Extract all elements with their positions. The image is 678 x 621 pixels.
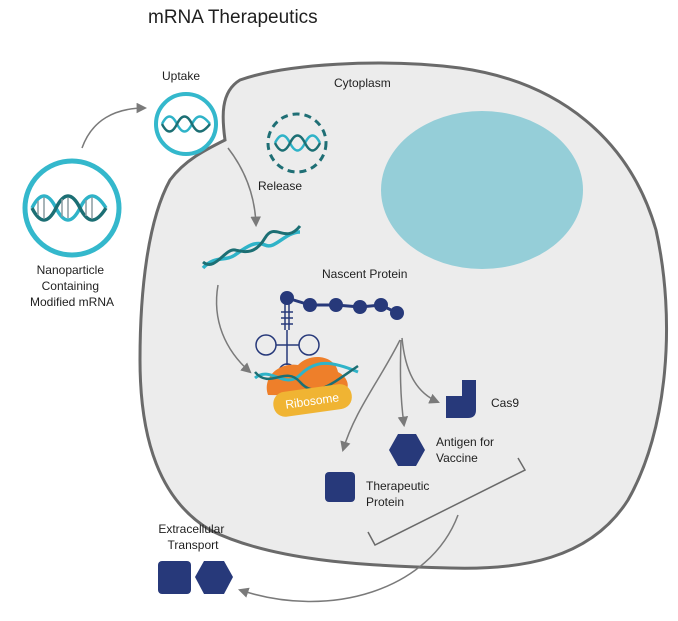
- cas9-label: Cas9: [491, 396, 519, 410]
- cytoplasm-label: Cytoplasm: [334, 76, 391, 90]
- uptake-label: Uptake: [162, 69, 200, 83]
- extracellular-label-line1: Extracellular: [158, 522, 224, 536]
- extracellular-label: Extracellular Transport: [158, 522, 227, 552]
- therapeutic-protein-square: [325, 472, 355, 502]
- antigen-label: Antigen for Vaccine: [436, 435, 497, 465]
- extracellular-label-line2: Transport: [168, 538, 220, 552]
- released-mrna-inner: [273, 134, 322, 152]
- therapeutic-label-line2: Protein: [366, 495, 404, 509]
- ribosome: Ribosome: [254, 356, 359, 417]
- extracellular-protein-square: [158, 561, 191, 594]
- antigen-label-line1: Antigen for: [436, 435, 494, 449]
- nanoparticle-label-line1: Nanoparticle: [37, 263, 105, 277]
- nanoparticle: [22, 158, 122, 258]
- uptake-nanoparticle: [154, 92, 218, 156]
- arrow-to-therapeutic: [340, 339, 401, 453]
- nanoparticle-label-line3: Modified mRNA: [30, 295, 114, 309]
- ribosome-mrna: [254, 361, 359, 382]
- products-bracket: [367, 457, 527, 546]
- arrow-to-cas9: [401, 337, 440, 404]
- page-title: mRNA Therapeutics: [148, 7, 318, 28]
- nascent-protein-chain: [280, 291, 404, 320]
- nanoparticle-label-line2: Containing: [42, 279, 99, 293]
- nanoparticle-label: Nanoparticle Containing Modified mRNA: [30, 263, 114, 309]
- free-mrna: [201, 224, 302, 270]
- antigen-label-line2: Vaccine: [436, 451, 478, 465]
- release-label: Release: [258, 179, 302, 193]
- translation-arrow: [215, 284, 252, 374]
- therapeutic-label-line1: Therapeutic: [366, 479, 429, 493]
- uptake-mrna: [160, 115, 211, 133]
- cas9-shape: [446, 380, 476, 418]
- release-arrow: [227, 147, 261, 228]
- arrow-to-antigen: [397, 339, 409, 428]
- therapeutic-label: Therapeutic Protein: [366, 479, 433, 509]
- uptake-arrow: [81, 102, 148, 149]
- extracellular-arrow: [238, 514, 459, 603]
- extracellular-protein-hexagon: [195, 561, 233, 594]
- dashed-nanoparticle: [266, 112, 328, 174]
- antigen-hexagon: [389, 434, 425, 466]
- nascent-protein-label: Nascent Protein: [322, 267, 407, 281]
- nucleus: [381, 111, 583, 269]
- nanoparticle-mrna: [30, 194, 108, 222]
